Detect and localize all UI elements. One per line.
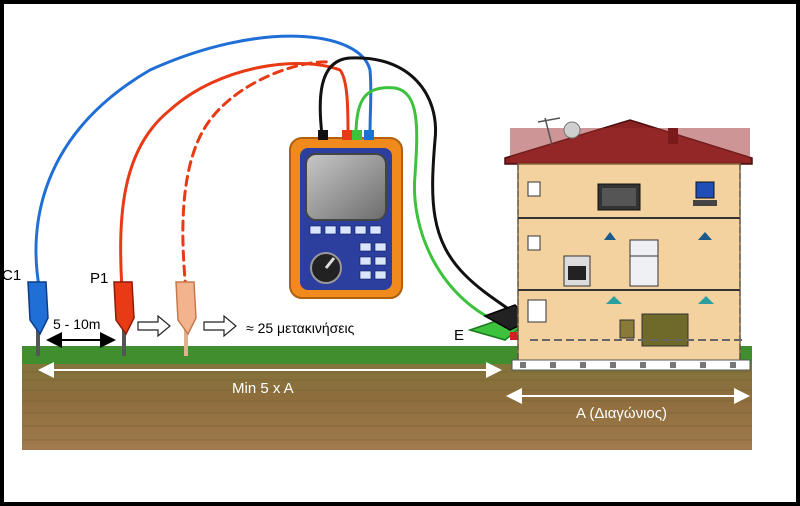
p1-clamp xyxy=(113,281,135,356)
diagonal-label: A (Διαγώνιος) xyxy=(576,405,667,422)
blue-wire xyxy=(34,34,373,294)
red-dashed-wire xyxy=(181,60,332,292)
p1-moved-clamp xyxy=(175,281,197,356)
green-wire xyxy=(354,86,507,327)
moves-label: ≈ 25 μετακινήσεις xyxy=(246,320,355,336)
test-leads xyxy=(34,34,522,327)
earth-tester-meter xyxy=(289,130,403,299)
e-label: E xyxy=(454,327,464,344)
c1-clamp xyxy=(27,281,49,356)
spacing-label: 5 - 10m xyxy=(53,316,100,332)
c1-label: C1 xyxy=(2,267,21,284)
min-distance-label: Min 5 x A xyxy=(232,380,294,397)
p1-label: P1 xyxy=(90,270,108,287)
house xyxy=(504,117,753,371)
movement-arrows xyxy=(137,314,237,338)
red-wire xyxy=(119,61,350,292)
black-wire xyxy=(318,56,522,320)
